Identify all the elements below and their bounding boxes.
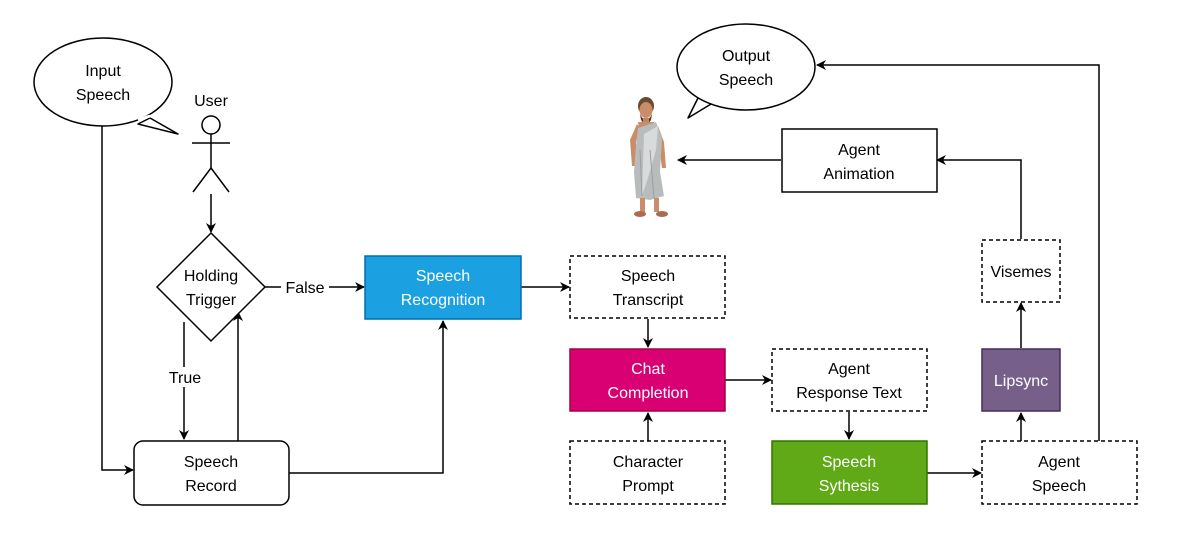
speech-synthesis-node: Speech Sythesis bbox=[771, 440, 928, 505]
speech-recognition-line-2: Recognition bbox=[401, 292, 486, 309]
chat-completion-line-1: Chat bbox=[631, 361, 665, 378]
edge-input-bubble-to-record bbox=[101, 122, 134, 475]
speech-recognition-line-1: Speech bbox=[416, 268, 470, 285]
holding-trigger-decision: Holding Trigger bbox=[155, 231, 267, 343]
chat-completion-node: Chat Completion bbox=[569, 348, 726, 412]
speech-record-line-2: Record bbox=[185, 478, 237, 495]
speech-synthesis-line-2: Sythesis bbox=[819, 478, 879, 495]
agent-response-text-node: Agent Response Text bbox=[771, 348, 928, 412]
speech-record-node: Speech Record bbox=[133, 440, 290, 506]
input-bubble-line-1: Input bbox=[85, 63, 121, 80]
user-label: User bbox=[194, 93, 228, 110]
input-bubble-line-2: Speech bbox=[76, 87, 130, 104]
user-icon bbox=[192, 115, 230, 193]
output-speech-bubble: Output Speech bbox=[676, 23, 816, 119]
input-speech-bubble: Input Speech bbox=[33, 37, 179, 135]
speech-recognition-node: Speech Recognition bbox=[364, 255, 522, 320]
lipsync-label: Lipsync bbox=[994, 373, 1048, 390]
speech-transcript-line-2: Transcript bbox=[613, 292, 684, 309]
edge-record-to-recognition bbox=[289, 320, 448, 474]
decision-line-1: Holding bbox=[184, 268, 238, 285]
output-bubble-line-1: Output bbox=[722, 48, 771, 65]
edge-visemes-to-animation bbox=[936, 155, 1022, 239]
user-figure: User bbox=[192, 93, 230, 193]
agent-animation-line-2: Animation bbox=[823, 166, 894, 183]
character-prompt-line-2: Prompt bbox=[622, 478, 674, 495]
agent-speech-node: Agent Speech bbox=[981, 440, 1138, 505]
speech-transcript-line-1: Speech bbox=[621, 268, 675, 285]
agent-avatar-figure bbox=[630, 97, 668, 217]
speech-record-line-1: Speech bbox=[184, 454, 238, 471]
agent-response-line-1: Agent bbox=[828, 361, 870, 378]
speech-synthesis-line-1: Speech bbox=[822, 454, 876, 471]
agent-animation-node: Agent Animation bbox=[781, 128, 938, 193]
output-bubble-line-2: Speech bbox=[719, 72, 773, 89]
lipsync-node: Lipsync bbox=[981, 348, 1061, 412]
decision-line-2: Trigger bbox=[186, 292, 237, 309]
chat-completion-line-2: Completion bbox=[608, 385, 689, 402]
visemes-label: Visemes bbox=[990, 264, 1051, 281]
visemes-node: Visemes bbox=[981, 239, 1061, 303]
agent-response-line-2: Response Text bbox=[796, 385, 902, 402]
edge-agent-speech-to-output-bubble bbox=[816, 60, 1100, 441]
true-label: True bbox=[169, 370, 201, 387]
character-prompt-line-1: Character bbox=[613, 454, 684, 471]
character-prompt-node: Character Prompt bbox=[569, 440, 726, 505]
false-label: False bbox=[285, 280, 324, 297]
agent-speech-line-2: Speech bbox=[1032, 478, 1086, 495]
agent-speech-line-1: Agent bbox=[1038, 454, 1080, 471]
speech-transcript-node: Speech Transcript bbox=[569, 255, 726, 319]
agent-animation-line-1: Agent bbox=[838, 142, 880, 159]
